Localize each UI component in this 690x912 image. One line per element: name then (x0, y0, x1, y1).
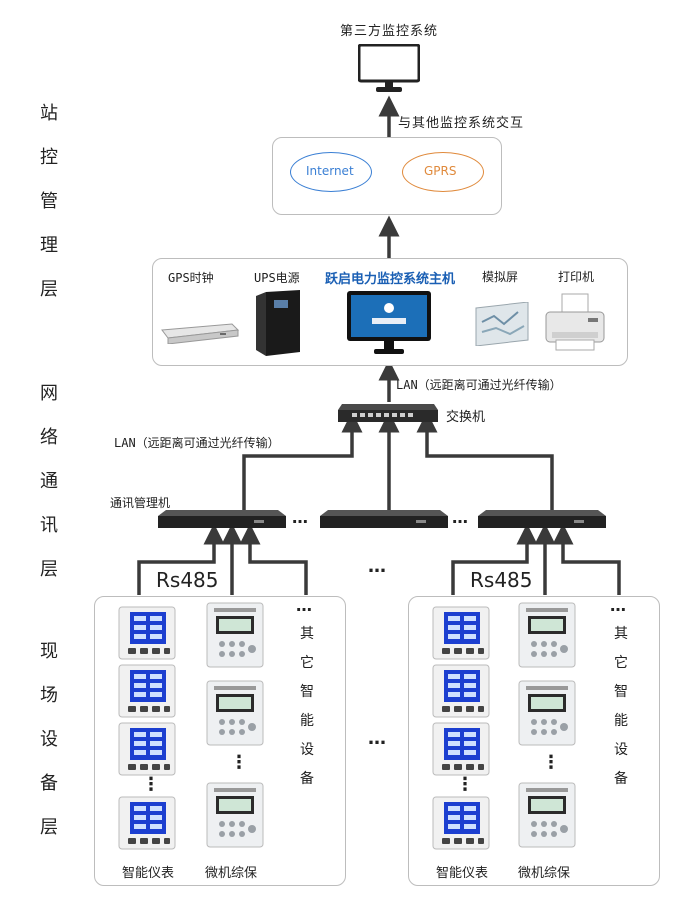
protection-relay-icon (518, 602, 576, 668)
smart-meter-icon (432, 606, 490, 660)
link-right-manager (416, 411, 554, 510)
monitor-icon (358, 44, 420, 94)
smart-meter-icon (118, 664, 176, 718)
meter-vdots: ⋮ (456, 774, 474, 795)
link-right-meters (451, 523, 538, 595)
protection-relay-icon (518, 680, 576, 746)
meter-label-right: 智能仪表 (436, 866, 489, 881)
protection-vdots: ⋮ (230, 752, 248, 773)
gps-clock-icon (160, 322, 240, 344)
gprs-ellipse (402, 152, 484, 192)
ellipsis-2: … (452, 508, 468, 527)
protection-relay-icon (518, 782, 576, 848)
rs485-left: Rs485 (156, 568, 219, 592)
protection-relay-icon (206, 602, 264, 668)
interact-label: 与其他监控系统交互 (398, 116, 525, 131)
switch-icon (338, 400, 438, 424)
other-devices-left: 其它智能设备 (300, 626, 314, 787)
protection-label-left: 微机综保 (205, 866, 258, 881)
other-devices-right: 其它智能设备 (614, 626, 628, 787)
internet-label: Internet (306, 164, 354, 178)
printer-icon (542, 292, 608, 354)
comm-manager-mid (320, 508, 448, 530)
middle-dots-top: … (368, 556, 386, 577)
link-right-others (552, 523, 621, 595)
meter-column-right: ⋮ (432, 606, 492, 850)
ups-icon (256, 290, 302, 356)
smart-meter-icon (432, 722, 490, 776)
comm-manager-left (158, 508, 286, 530)
lan-top-label: LAN（远距离可通过光纤传输） (396, 378, 562, 392)
protection-label-right: 微机综保 (518, 866, 571, 881)
protection-column-right: ⋮ (518, 602, 578, 852)
host-monitor-icon (346, 290, 432, 356)
rs485-right: Rs485 (470, 568, 533, 592)
protection-vdots: ⋮ (542, 752, 560, 773)
other-dots-right: … (610, 596, 626, 615)
smart-meter-icon (432, 796, 490, 850)
ellipsis-1: … (292, 508, 308, 527)
simulator-icon (474, 302, 530, 346)
link-left-meters (137, 523, 225, 595)
protection-relay-icon (206, 782, 264, 848)
middle-dots-bottom: … (368, 728, 386, 749)
gps-label: GPS时钟 (168, 271, 214, 285)
meter-label-left: 智能仪表 (122, 866, 175, 881)
other-dots-left: … (296, 596, 312, 615)
meter-column-left: ⋮ (118, 606, 178, 850)
simulator-label: 模拟屏 (482, 270, 519, 284)
meter-vdots: ⋮ (142, 774, 160, 795)
lan-left-label: LAN（远距离可通过光纤传输） (114, 436, 280, 450)
layer-network: 网络通讯层 (36, 372, 62, 592)
third-party-label: 第三方监控系统 (340, 24, 439, 39)
layer-field-label: 现场设备层 (40, 641, 58, 838)
internet-ellipse (290, 152, 372, 192)
switch-label: 交换机 (446, 410, 486, 425)
layer-network-label: 网络通讯层 (40, 383, 58, 580)
layer-station: 站控管理层 (36, 92, 62, 312)
layer-field: 现场设备层 (36, 630, 62, 850)
smart-meter-icon (432, 664, 490, 718)
layer-station-label: 站控管理层 (40, 103, 58, 300)
gprs-label: GPRS (424, 164, 457, 178)
comm-manager-right (478, 508, 606, 530)
protection-relay-icon (206, 680, 264, 746)
protection-column-left: ⋮ (206, 602, 266, 852)
link-left-manager (242, 411, 363, 510)
comm-manager-label: 通讯管理机 (110, 496, 171, 510)
link-left-others (239, 523, 308, 595)
printer-label: 打印机 (558, 270, 595, 284)
ups-label: UPS电源 (254, 271, 300, 285)
smart-meter-icon (118, 796, 176, 850)
smart-meter-icon (118, 606, 176, 660)
host-label: 跃启电力监控系统主机 (325, 272, 456, 287)
smart-meter-icon (118, 722, 176, 776)
